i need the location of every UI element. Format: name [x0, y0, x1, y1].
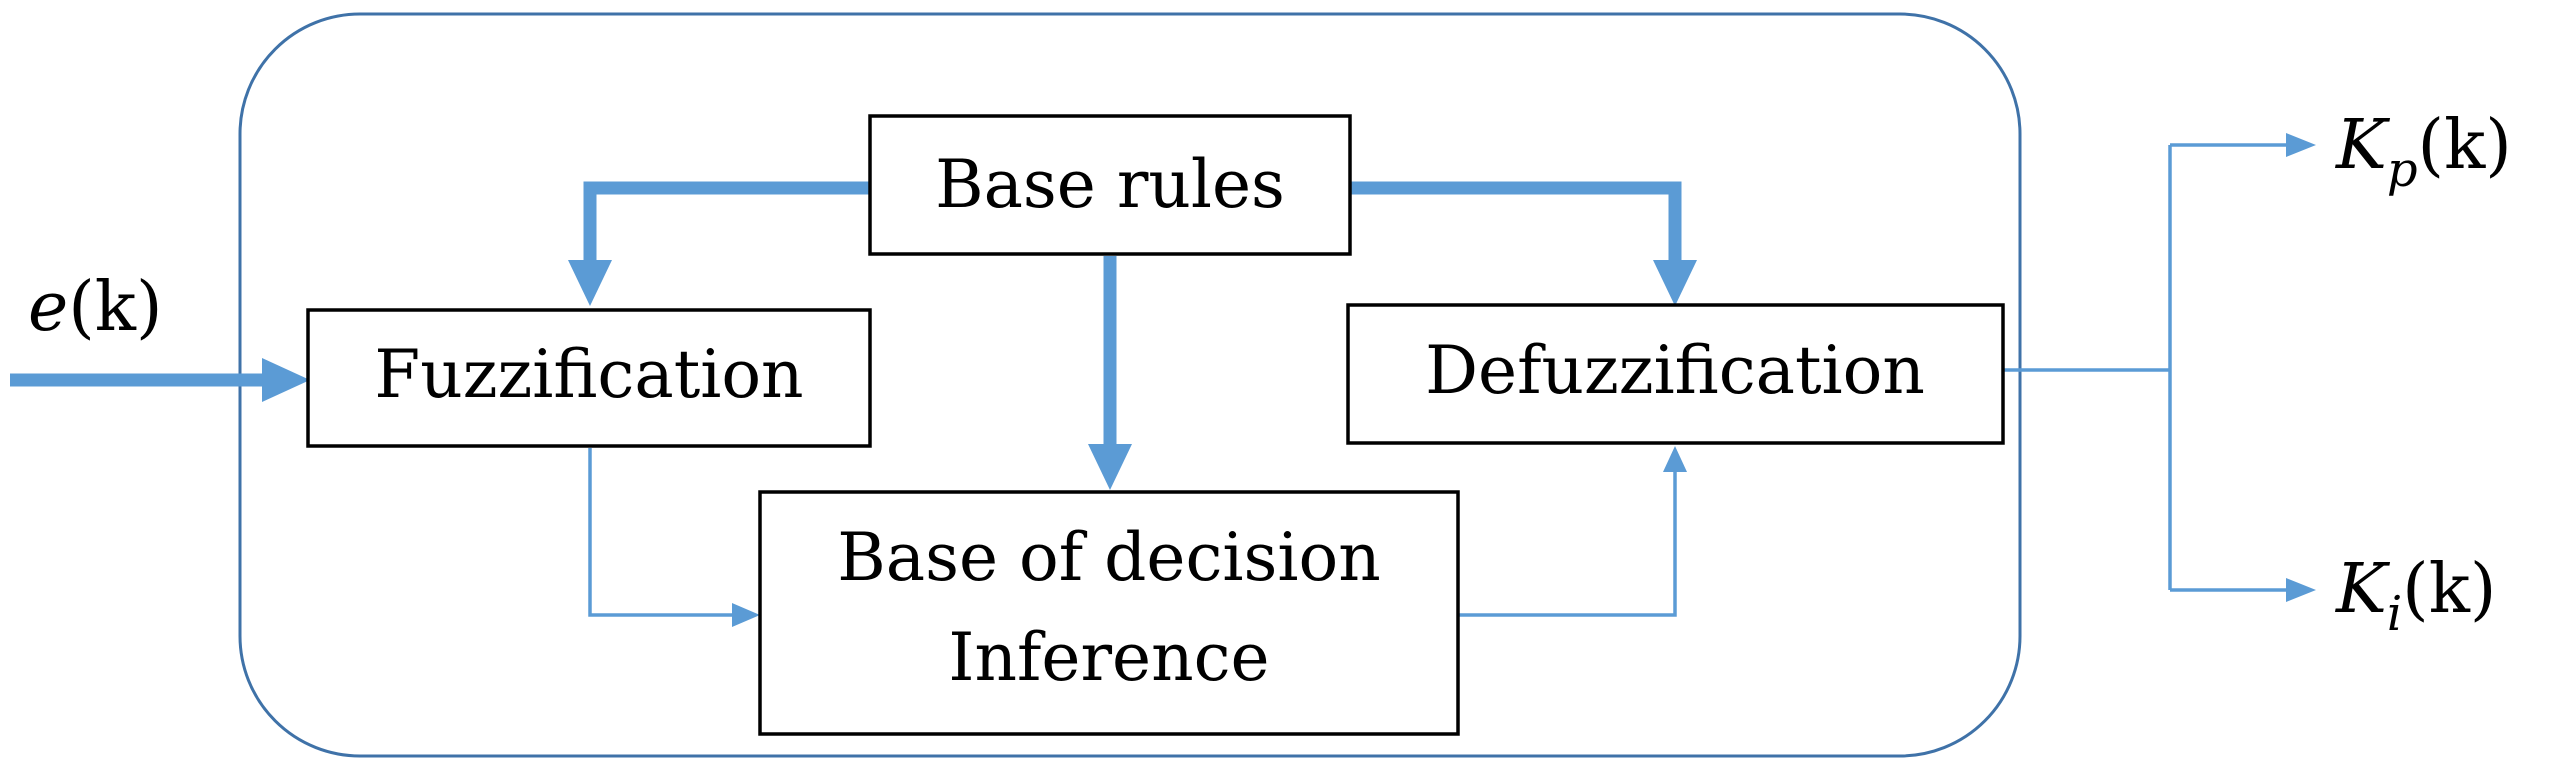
inference-label-line1: Base of decision [837, 519, 1381, 596]
fuzzification-block: Fuzzification [306, 308, 872, 448]
input-arrow [10, 358, 310, 402]
output-ki-label: Ki(k) [2334, 550, 2496, 642]
base-rules-label: Base rules [935, 146, 1285, 223]
output-kp-label: Kp(k) [2334, 106, 2512, 198]
output-ki-symbol: K [2334, 550, 2391, 629]
input-signal-symbol: e [28, 268, 68, 347]
fuzzification-label: Fuzzification [374, 336, 803, 413]
rules-to-inference-arrow [1088, 256, 1132, 490]
base-rules-block: Base rules [868, 114, 1352, 256]
output-branch-arrows [2003, 133, 2316, 602]
output-kp-symbol: K [2334, 106, 2391, 185]
input-signal-label: e(k) [28, 268, 163, 347]
output-kp-subscript: p [2387, 142, 2418, 198]
inference-to-defuzzification-arrow [1458, 446, 1687, 617]
defuzzification-label: Defuzzification [1425, 332, 1925, 409]
inference-block: Base of decision Inference [758, 490, 1460, 736]
rules-to-fuzzification-arrow [568, 181, 870, 306]
input-signal-arg: (k) [68, 268, 162, 347]
output-ki-subscript: i [2387, 586, 2402, 642]
defuzzification-block: Defuzzification [1346, 303, 2005, 445]
rules-to-defuzzification-arrow [1350, 181, 1697, 306]
output-ki-arg: (k) [2402, 550, 2496, 629]
inference-label-line2: Inference [948, 619, 1269, 696]
output-kp-arg: (k) [2418, 106, 2512, 185]
fuzzification-to-inference-arrow [588, 448, 760, 627]
